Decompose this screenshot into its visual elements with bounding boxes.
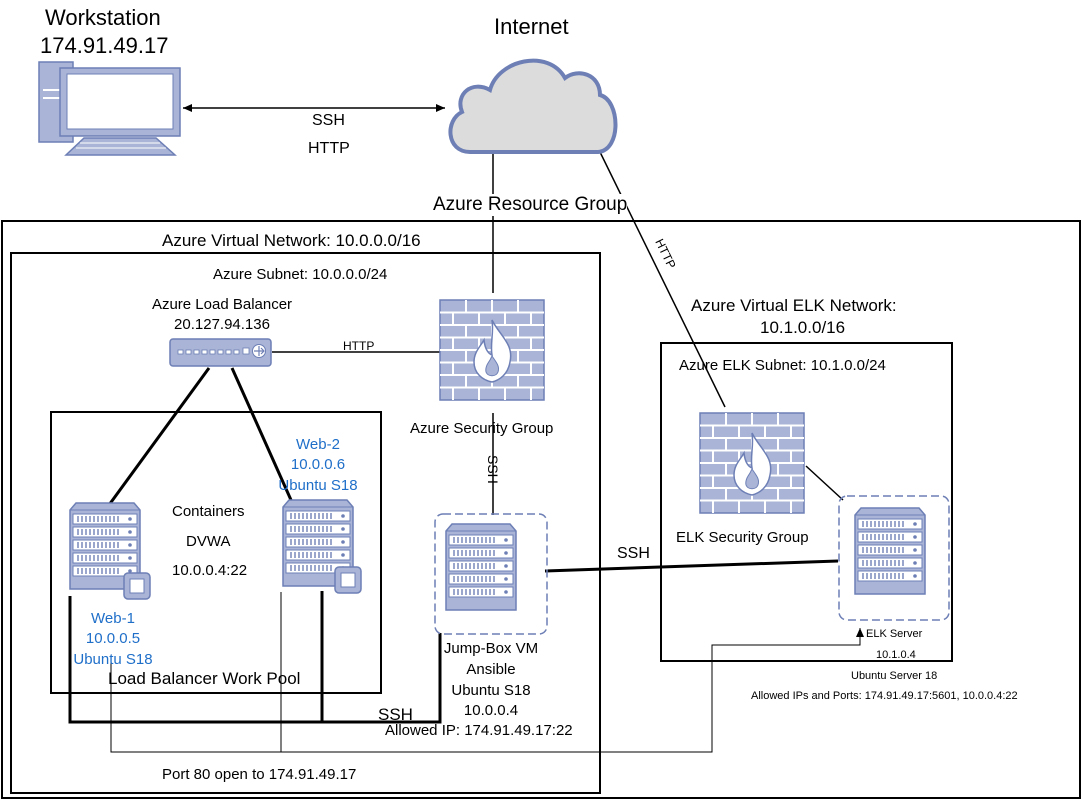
web1-name: Web-1 <box>91 610 135 627</box>
vnet-label: Azure Virtual Network: 10.0.0.0/16 <box>162 231 421 250</box>
elk-server-ip: 10.1.0.4 <box>876 649 916 661</box>
jumpbox-dashed-frame <box>434 513 548 635</box>
lb-link-http: HTTP <box>343 339 375 353</box>
internet-label: Internet <box>494 14 569 39</box>
sg-jump-ssh: SSH <box>485 455 501 484</box>
load-balancer-icon <box>169 338 272 367</box>
firewall-icon <box>439 299 545 401</box>
server-icon <box>854 507 926 595</box>
web2-ip: 10.0.0.6 <box>290 456 346 473</box>
jumpbox-ip: 10.0.0.4 <box>463 702 519 719</box>
lb-web2-link <box>230 367 293 501</box>
ws-link-http: HTTP <box>308 140 350 157</box>
web1-os: Ubuntu S18 <box>73 651 153 668</box>
cloud-icon <box>448 58 618 154</box>
web2-name: Web-2 <box>296 436 340 453</box>
ssh-bottom-path <box>68 591 442 724</box>
elk-subnet-label: Azure ELK Subnet: 10.1.0.0/24 <box>679 357 886 374</box>
load-balancer-ip: 20.127.94.136 <box>174 316 270 333</box>
jumpbox-name: Jump-Box VM <box>443 640 539 657</box>
server-icon <box>69 502 151 600</box>
jumpbox-allowed: Allowed IP: 174.91.49.17:22 <box>385 722 573 739</box>
port80-label: Port 80 open to 174.91.49.17 <box>162 766 357 783</box>
elk-sg-server-link <box>805 465 844 501</box>
work-pool-label: Load Balancer Work Pool <box>108 669 301 688</box>
elk-subnet-box <box>660 342 953 662</box>
elk-server-os: Ubuntu Server 18 <box>851 670 938 682</box>
workstation-ip: 174.91.49.17 <box>40 33 169 58</box>
load-balancer-name: Azure Load Balancer <box>151 296 293 313</box>
elk-sg-label: ELK Security Group <box>676 529 809 546</box>
resource-group-label: Azure Resource Group <box>433 194 628 216</box>
resource-group-box <box>1 220 1081 799</box>
subnet-label: Azure Subnet: 10.0.0.0/24 <box>213 266 388 283</box>
containers-line1: Containers <box>172 503 245 520</box>
server-icon <box>445 523 517 611</box>
elk-vnet-line2: 10.1.0.0/16 <box>760 318 846 337</box>
ssh-bottom-label: SSH <box>378 705 413 724</box>
web2-os: Ubuntu S18 <box>278 477 358 494</box>
port80-path <box>110 628 864 753</box>
web1-ip: 10.0.0.5 <box>85 630 141 647</box>
workstation-title: Workstation <box>45 5 161 30</box>
desktop-icon <box>38 61 181 156</box>
elk-server-name: ELK Server <box>866 628 923 640</box>
jumpbox-elk-link <box>544 559 839 573</box>
containers-line2: DVWA <box>186 533 231 550</box>
lb-web1-link <box>107 367 211 506</box>
elk-server-dashed-frame <box>838 495 950 621</box>
server-icon <box>282 499 362 594</box>
ws-link-ssh: SSH <box>312 112 345 129</box>
elk-server-allowed: Allowed IPs and Ports: 174.91.49.17:5601… <box>751 690 1018 702</box>
jump-elk-ssh: SSH <box>617 545 650 562</box>
jumpbox-os: Ubuntu S18 <box>451 682 531 699</box>
work-pool-box <box>50 411 382 694</box>
firewall-icon <box>699 412 805 514</box>
virtual-network-box <box>10 252 601 794</box>
jumpbox-role: Ansible <box>466 661 516 678</box>
security-group-label: Azure Security Group <box>410 420 554 437</box>
elk-vnet-line1: Azure Virtual ELK Network: <box>691 296 897 315</box>
containers-line3: 10.0.0.4:22 <box>172 562 248 579</box>
